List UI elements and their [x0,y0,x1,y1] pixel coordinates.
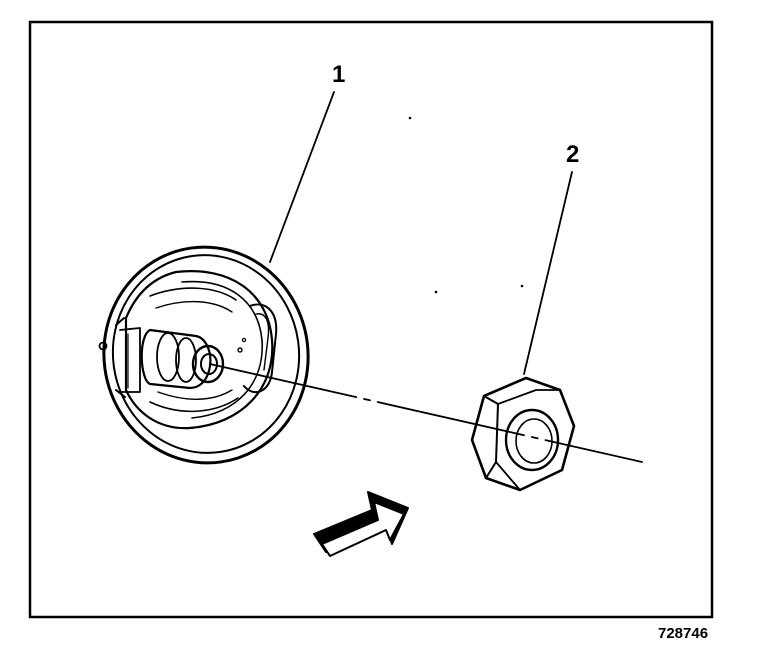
hex-nut-body [470,376,576,492]
shaft-end [191,344,225,384]
callout-1-leader [269,91,335,263]
callout-1-label: 1 [332,61,345,88]
hex-nut-icon [470,376,576,492]
figure-id: 728746 [658,625,708,642]
direction-arrow-face [321,501,405,557]
assembly-centerline [209,363,643,463]
housing-outer-rim [102,245,310,465]
housing-slot [243,303,278,394]
callout-2-label: 2 [566,141,579,168]
hex-nut-bore [504,408,560,472]
stepped-shaft [140,328,212,390]
housing-inner-rim [111,254,301,454]
direction-arrow-icon [313,491,409,557]
callout-2-leader [523,171,573,375]
mounting-hole [98,341,108,351]
housing-assembly-icon [98,245,310,465]
housing-cavity [124,270,274,430]
